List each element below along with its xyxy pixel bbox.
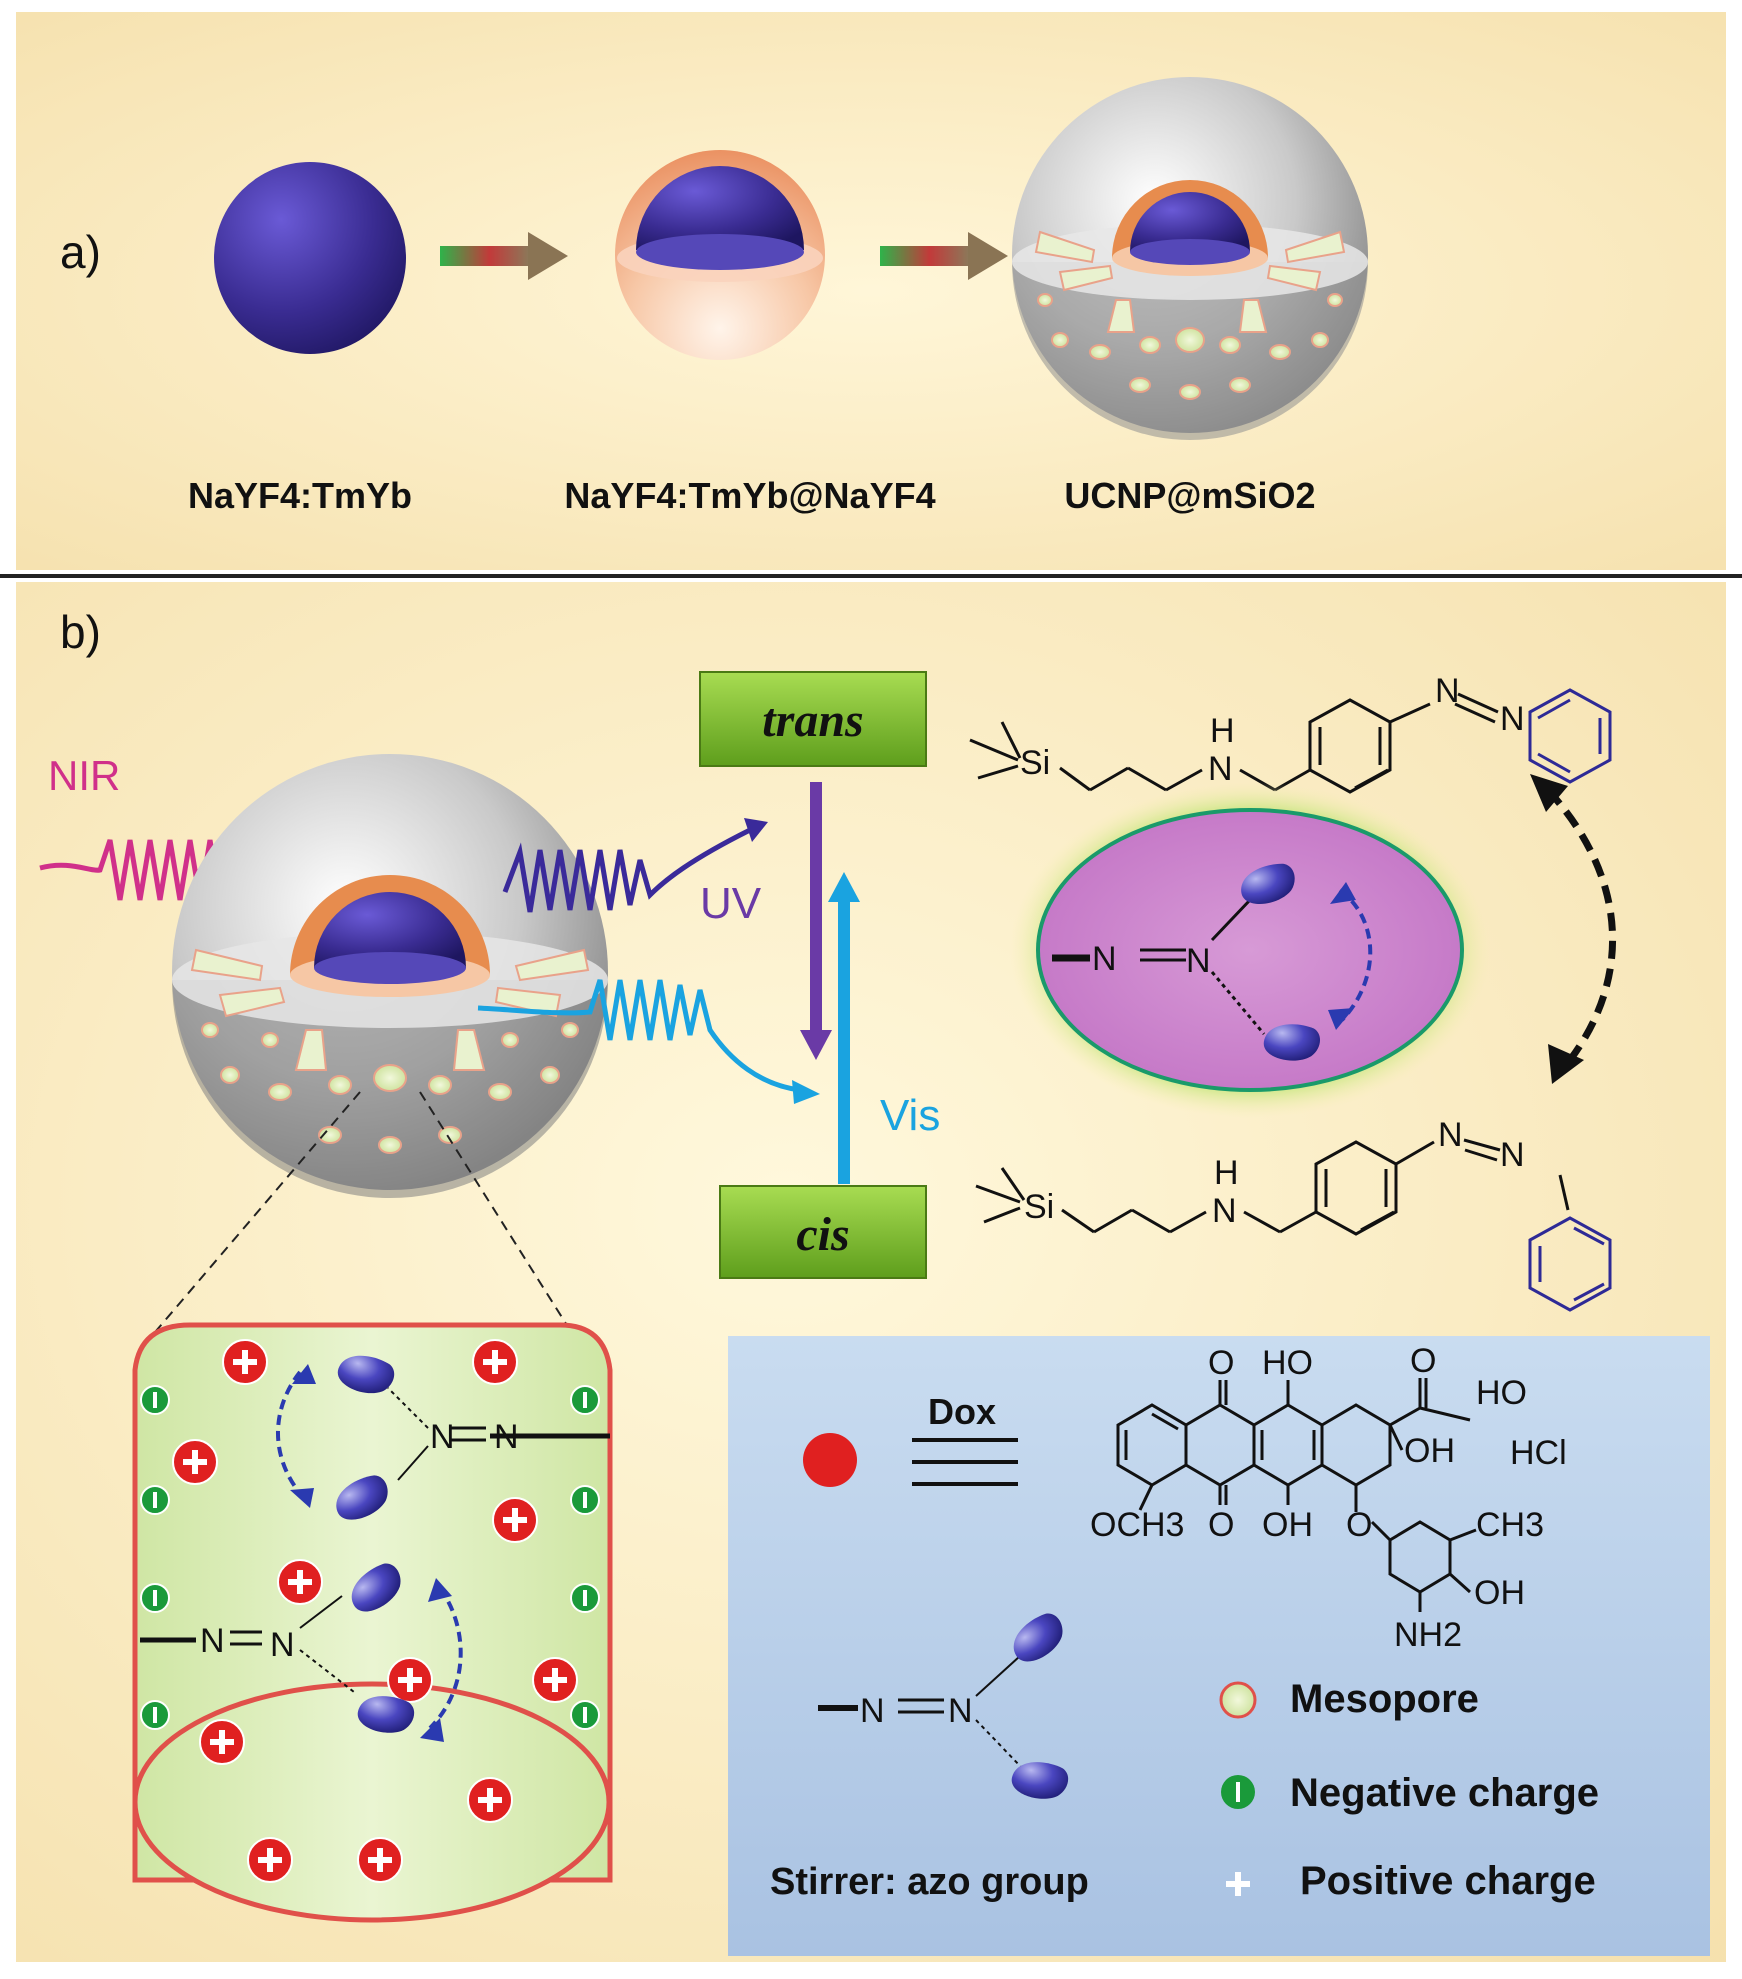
panel-a: a)	[16, 12, 1726, 570]
dox-oh-right: OH	[1404, 1432, 1455, 1470]
oval-n1: N	[1092, 940, 1117, 978]
dox-hcl: HCl	[1510, 1434, 1567, 1472]
legend-mesopore-label: Mesopore	[1290, 1677, 1479, 1721]
isomerization-arrowhead-top	[1530, 774, 1568, 812]
legend-dox-label: Dox	[928, 1391, 996, 1432]
vis-arrow-head	[828, 872, 860, 902]
dox-ch3: CH3	[1476, 1506, 1544, 1544]
cis-azo-n2: N	[1500, 1136, 1525, 1174]
uv-label: UV	[700, 879, 762, 928]
legend-background	[728, 1336, 1710, 1956]
panel-divider	[0, 574, 1742, 578]
nanoparticle-b	[172, 754, 608, 1198]
legend-dox-dot	[803, 1433, 857, 1487]
trans-phenyl-ring	[1528, 688, 1612, 784]
zoom-line-left	[149, 1091, 361, 1339]
trans-label: trans	[762, 694, 863, 747]
negative-charges	[140, 1385, 600, 1730]
cis-azo-n1: N	[1438, 1116, 1463, 1154]
cis-label: cis	[796, 1208, 849, 1261]
caption-mesoporous: UCNP@mSiO2	[1064, 475, 1315, 516]
vis-wave	[477, 979, 801, 1093]
pore-azo-bottom	[140, 1558, 463, 1742]
cis-azobenzene-structure	[975, 1138, 1570, 1236]
dox-och3: OCH3	[1090, 1506, 1184, 1544]
panel-b: b) NIR	[16, 582, 1726, 1962]
uv-arrow	[810, 782, 822, 1032]
uv-wave	[502, 827, 752, 913]
zoom-line-right	[419, 1091, 576, 1339]
isomerization-arrowhead-bottom	[1548, 1044, 1584, 1084]
legend-stirrer-label: Stirrer: azo group	[770, 1861, 1089, 1903]
isomerization-arrow	[1545, 787, 1617, 1063]
pore-azo-bottom-n1: N	[200, 1622, 225, 1660]
mesoporous-silica-nanoparticle	[1012, 77, 1368, 440]
cis-box	[719, 1185, 927, 1279]
legend-azo-n1: N	[860, 1692, 885, 1730]
arrow-1	[440, 232, 568, 280]
dox-o-ketone: O	[1410, 1342, 1436, 1380]
cis-nh-n-label: N	[1212, 1192, 1237, 1230]
pore-azo-top	[276, 1347, 610, 1526]
trans-azo-n1: N	[1435, 672, 1460, 710]
pore-azo-top-n1: N	[430, 1418, 455, 1456]
nir-label: NIR	[48, 752, 120, 799]
core-nanoparticle	[214, 162, 406, 354]
cis-phenyl-ring	[1528, 1216, 1612, 1312]
cis-nh-h-label: H	[1214, 1154, 1239, 1192]
trans-azobenzene-structure	[969, 692, 1499, 794]
trans-box	[699, 671, 927, 767]
trans-nh-n-label: N	[1208, 750, 1233, 788]
core-shell-nanoparticle	[615, 150, 825, 360]
legend-negative-label: Negative charge	[1290, 1771, 1599, 1815]
legend-azo-n2: N	[948, 1692, 973, 1730]
dox-molecules	[172, 1339, 578, 1883]
vis-arrow	[838, 900, 850, 1184]
trans-azo-n2: N	[1500, 700, 1525, 738]
dox-oh-sugar: OH	[1474, 1574, 1525, 1612]
caption-core-shell: NaYF4:TmYb@NaYF4	[564, 475, 935, 516]
vis-label: Vis	[880, 1091, 940, 1140]
dox-nh2: NH2	[1394, 1616, 1462, 1654]
doxorubicin-structure	[1116, 1378, 1477, 1612]
caption-core: NaYF4:TmYb	[188, 475, 412, 516]
cis-si-label: Si	[1024, 1188, 1054, 1226]
azo-rotation-oval	[1010, 782, 1490, 1118]
uv-arrowhead	[744, 818, 768, 842]
trans-si-label: Si	[1020, 744, 1050, 782]
oval-n2: N	[1186, 942, 1211, 980]
panel-a-label: a)	[60, 226, 101, 278]
legend-mesopore-icon	[1219, 1681, 1257, 1719]
dox-o-bottom: O	[1208, 1506, 1234, 1544]
pore-azo-top-n2: N	[494, 1418, 519, 1456]
uv-arrow-head	[800, 1030, 832, 1060]
legend-box: Dox	[728, 1336, 1710, 1956]
pore-azo-bottom-n2: N	[270, 1626, 295, 1664]
trans-nh-h-label: H	[1210, 712, 1235, 750]
panel-b-label: b)	[60, 606, 101, 658]
legend-azo-icon	[818, 1608, 1072, 1806]
legend-positive-icon	[1226, 1872, 1250, 1896]
legend-positive-label: Positive charge	[1300, 1859, 1596, 1903]
arrow-2	[880, 232, 1008, 280]
dox-ho-top: HO	[1262, 1344, 1313, 1382]
dox-o-sugar: O	[1346, 1506, 1372, 1544]
legend-equiv-sign	[912, 1438, 1018, 1486]
dox-oh-bottom: OH	[1262, 1506, 1313, 1544]
vis-arrowhead	[792, 1080, 820, 1104]
dox-ho-right: HO	[1476, 1374, 1527, 1412]
dox-o-top-left: O	[1208, 1344, 1234, 1382]
